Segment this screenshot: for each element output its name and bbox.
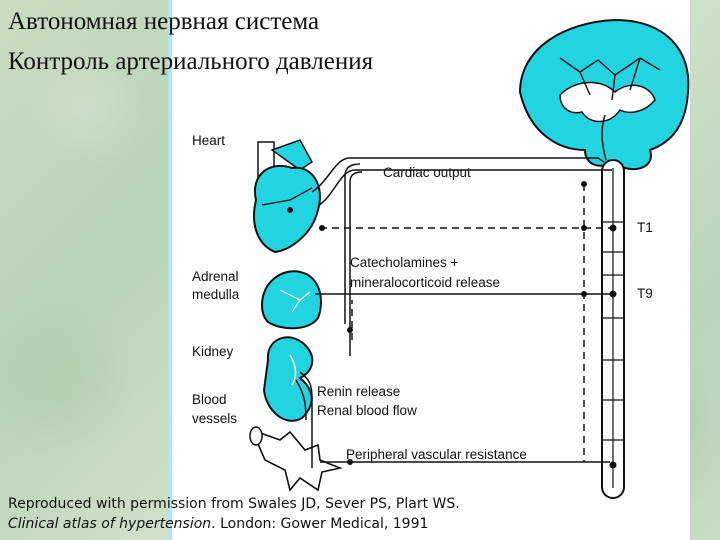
label-peripheral-resistance: Peripheral vascular resistance [346, 447, 527, 462]
label-catecholamines-1: Catecholamines + [350, 255, 459, 270]
heart-shape [253, 139, 321, 254]
label-t1: T1 [637, 220, 653, 235]
kidney-shape [262, 336, 314, 422]
label-adrenal-1: Adrenal [192, 269, 239, 284]
label-t9: T9 [637, 286, 653, 301]
citation-line2: Clinical atlas of hypertension. London: … [8, 516, 428, 532]
label-renal-blood-flow: Renal blood flow [317, 403, 417, 418]
label-catecholamines-2: mineralocorticoid release [350, 275, 500, 290]
blood-vessels-shape [249, 426, 343, 492]
citation-publisher: . London: Gower Medical, 1991 [211, 516, 429, 532]
label-kidney: Kidney [192, 344, 234, 359]
label-adrenal-2: medulla [192, 287, 240, 302]
adrenal-shape [260, 270, 322, 330]
brain-shape [518, 18, 690, 170]
label-blood-2: vessels [192, 411, 237, 426]
panel-edge [168, 0, 172, 540]
citation-line1: Reproduced with permission from Swales J… [8, 496, 460, 512]
slide-title-line2: Контроль артериального давления [8, 48, 374, 75]
label-blood-1: Blood [192, 392, 227, 407]
label-cardiac-output: Cardiac output [383, 165, 471, 180]
slide-title-line1: Автономная нервная система [8, 8, 320, 35]
dashed-pathways [320, 184, 612, 462]
label-heart: Heart [192, 133, 225, 148]
citation-book-title: Clinical atlas of hypertension [8, 516, 212, 532]
label-renin-release: Renin release [317, 384, 400, 399]
nerve-pathways [295, 157, 612, 468]
spinal-cord [601, 159, 625, 499]
junction-dots [319, 181, 587, 465]
